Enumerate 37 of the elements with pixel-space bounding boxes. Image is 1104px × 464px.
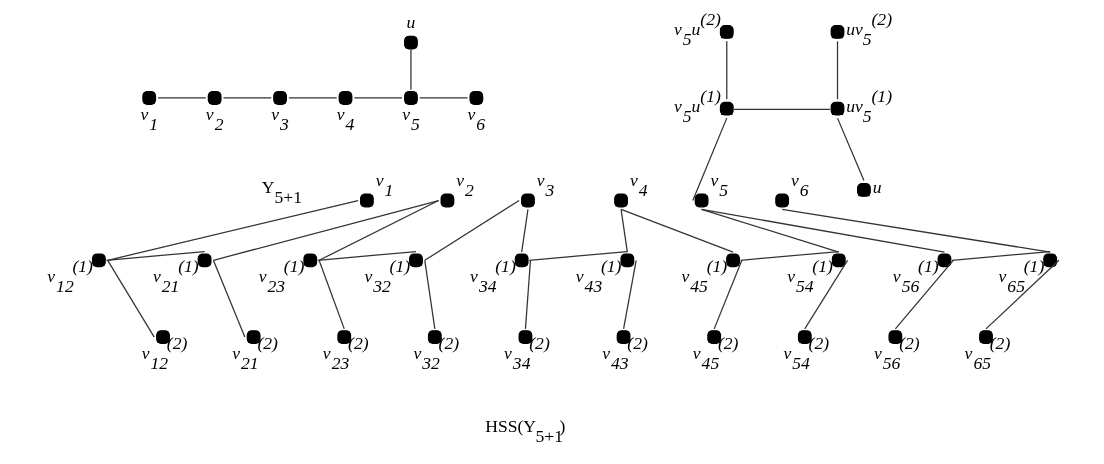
connector — [524, 259, 531, 330]
connector — [781, 208, 1051, 253]
connector — [619, 208, 734, 253]
connector — [106, 259, 155, 338]
connector — [409, 48, 412, 91]
connector — [222, 97, 272, 99]
connector — [316, 250, 417, 261]
connector — [317, 259, 345, 330]
connector — [528, 250, 628, 261]
connector — [353, 97, 403, 99]
connector — [423, 199, 520, 261]
connector — [732, 108, 831, 110]
connector — [418, 97, 468, 99]
connector — [106, 199, 359, 261]
connector — [894, 259, 954, 330]
connector — [622, 259, 637, 330]
connector — [725, 40, 727, 100]
node-label: u — [406, 11, 415, 32]
connector — [105, 250, 205, 261]
connector — [156, 97, 206, 99]
connector — [836, 40, 838, 100]
node-label: u — [872, 177, 882, 198]
connector — [691, 117, 727, 202]
connector — [700, 208, 839, 253]
connector — [423, 259, 435, 330]
connector — [836, 117, 865, 182]
connector — [317, 199, 439, 261]
connector — [619, 208, 628, 253]
connector — [803, 259, 848, 330]
connector — [212, 259, 245, 338]
connector — [713, 259, 742, 330]
connector — [212, 199, 439, 261]
connector — [739, 250, 839, 261]
connector — [520, 208, 529, 253]
connector — [700, 208, 945, 253]
connector — [287, 97, 337, 99]
connector — [984, 259, 1060, 330]
